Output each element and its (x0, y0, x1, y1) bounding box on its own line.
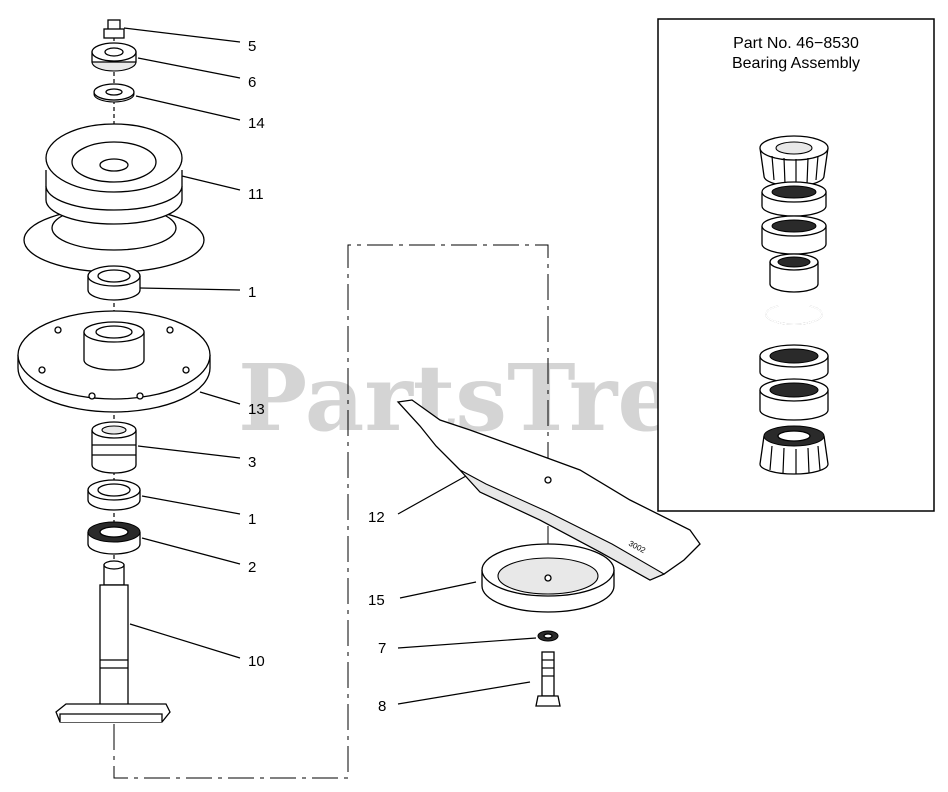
callout-8: 8 (378, 698, 386, 715)
spindle-shaft (55, 560, 171, 723)
inset-snap-ring (765, 305, 823, 325)
callout-1-upper: 1 (248, 284, 256, 301)
inset-spacer (769, 253, 819, 293)
bearing-cup-lower (87, 479, 141, 511)
callout-13: 13 (248, 401, 265, 418)
inset-bearing-cone-top (759, 135, 829, 187)
callout-2: 2 (248, 559, 256, 576)
mower-blade: 3002 (396, 399, 701, 581)
inset-bearing-cup-lower (759, 344, 829, 383)
callout-7: 7 (378, 640, 386, 657)
blade-cup (481, 543, 615, 613)
watermark-logo: PartsTree (238, 344, 734, 452)
callout-15: 15 (368, 592, 385, 609)
inset-bearing-cup-bottom (759, 378, 829, 421)
callout-12: 12 (368, 509, 385, 526)
seal (87, 521, 141, 555)
inset-title-part-number: Part No. 46−8530 (733, 35, 859, 52)
washer (93, 83, 135, 103)
bearing-cone (91, 421, 137, 474)
callout-3: 3 (248, 454, 256, 471)
bearing-assembly-inset: Part No. 46−8530 Bearing Assembly (657, 18, 935, 512)
spindle-housing (17, 310, 211, 413)
inset-bearing-cup-middle (761, 215, 827, 255)
nut (91, 42, 137, 72)
callout-10: 10 (248, 653, 265, 670)
callout-11: 11 (248, 186, 264, 203)
callout-5: 5 (248, 38, 256, 55)
callout-1-lower: 1 (248, 511, 256, 528)
leader-lines (123, 27, 537, 705)
bearing-cup-upper (87, 265, 141, 301)
inset-bearing-cup-top (761, 181, 827, 217)
grease-fitting (103, 19, 125, 39)
blade-bolt (535, 651, 561, 707)
inset-bearing-cone-bottom (759, 425, 829, 475)
assembly-dashed-line (113, 244, 549, 779)
pulley (23, 123, 205, 273)
inset-title-description: Bearing Assembly (732, 55, 860, 72)
lock-washer (537, 630, 559, 642)
callout-14: 14 (248, 115, 265, 132)
callout-6: 6 (248, 74, 256, 91)
